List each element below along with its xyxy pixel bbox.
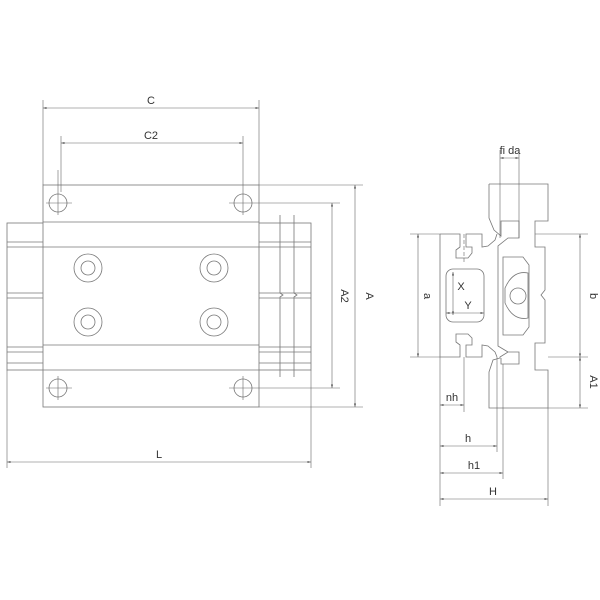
counterbore-icon — [73, 253, 103, 283]
bearing-icon — [509, 287, 527, 305]
carriage-profile — [488, 183, 549, 409]
rail-profile — [439, 233, 498, 358]
dim-A: A — [259, 184, 375, 408]
hole-icon — [229, 136, 340, 215]
dim-label-A2: A2 — [338, 289, 350, 302]
dim-fi-da: fi da — [500, 145, 522, 238]
dim-label-A: A — [363, 292, 375, 300]
dim-a: a — [410, 233, 440, 358]
dim-label-h: h — [465, 433, 471, 445]
dim-label-X: X — [457, 281, 465, 293]
mounting-holes — [46, 136, 340, 400]
hole-icon — [46, 170, 72, 215]
dim-label-fi-da: fi da — [500, 145, 522, 157]
dim-label-H: H — [489, 486, 497, 498]
front-view: C C2 A A2 L — [6, 95, 375, 468]
dim-L: L — [6, 370, 312, 468]
dim-label-C: C — [147, 95, 155, 107]
dim-A2: A2 — [330, 203, 350, 388]
break-lines — [279, 215, 298, 377]
dim-label-a: a — [421, 293, 433, 300]
hole-icon — [46, 376, 72, 400]
counterbore-icon — [199, 307, 229, 337]
dim-label-Y: Y — [464, 300, 472, 312]
dim-label-nh: nh — [446, 392, 458, 404]
dim-label-A1: A1 — [587, 375, 599, 388]
dim-label-b: b — [587, 293, 599, 299]
dim-label-L: L — [156, 449, 162, 461]
dim-horizontal: nh h h1 H — [439, 357, 549, 506]
counterbore-icon — [73, 307, 103, 337]
dim-C: C — [42, 95, 260, 185]
dim-C2: C2 — [60, 130, 243, 192]
hole-icon — [229, 376, 340, 400]
dim-b: b A1 — [535, 233, 599, 409]
dim-XY: X Y — [446, 272, 484, 315]
carriage-plate — [42, 184, 260, 408]
dim-label-C2: C2 — [144, 130, 158, 142]
dim-label-h1: h1 — [468, 460, 480, 472]
side-view: fi da a b A1 X Y nh — [410, 145, 599, 506]
counterbore-icon — [199, 253, 229, 283]
